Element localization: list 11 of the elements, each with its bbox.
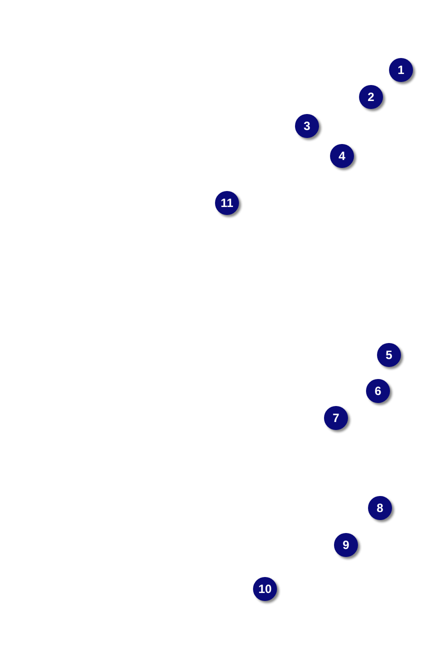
callout-number: 3: [295, 114, 319, 138]
callout-number: 11: [215, 191, 239, 215]
callout-number: 10: [253, 577, 277, 601]
callout-number: 4: [330, 144, 354, 168]
callout-number: 8: [368, 496, 392, 520]
callout-number: 9: [334, 533, 358, 557]
callout-number: 1: [389, 58, 413, 82]
callout-number: 5: [377, 343, 401, 367]
callout-number: 6: [366, 379, 390, 403]
callout-number: 7: [324, 406, 348, 430]
callout-number: 2: [359, 85, 383, 109]
